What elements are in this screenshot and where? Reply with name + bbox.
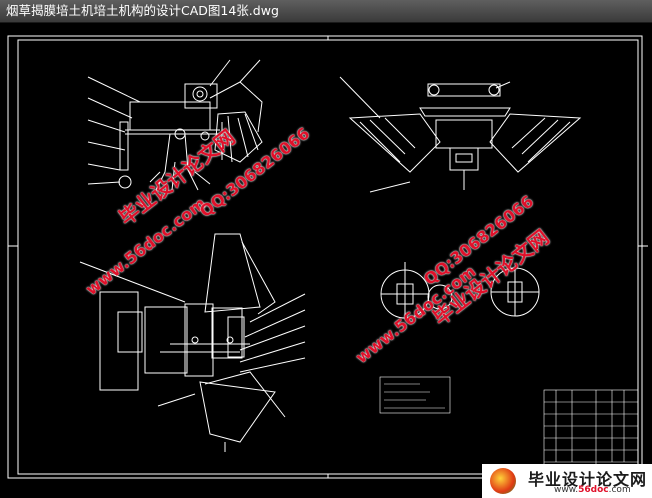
globe-icon	[490, 468, 516, 494]
sheet-border	[7, 35, 643, 479]
view-side-elevation	[87, 59, 263, 193]
logo-url: www.56doc.com	[554, 485, 631, 495]
title-block	[543, 389, 639, 475]
view-front-elevation	[339, 76, 582, 193]
inner-frame	[17, 39, 639, 475]
view-plan	[79, 233, 306, 452]
window-title: 烟草揭膜培土机培土机构的设计CAD图14张.dwg	[6, 3, 279, 18]
view-details	[379, 262, 540, 414]
cad-drawing	[7, 35, 648, 479]
title-bar[interactable]: 烟草揭膜培土机培土机构的设计CAD图14张.dwg	[0, 0, 652, 23]
site-logo: 毕业设计论文网 www.56doc.com	[482, 464, 652, 498]
drawing-canvas[interactable]: 毕业设计论文网 www.56doc.com QQ:306826066 毕业设计论…	[0, 22, 652, 498]
logo-text: 毕业设计论文网	[528, 470, 648, 489]
